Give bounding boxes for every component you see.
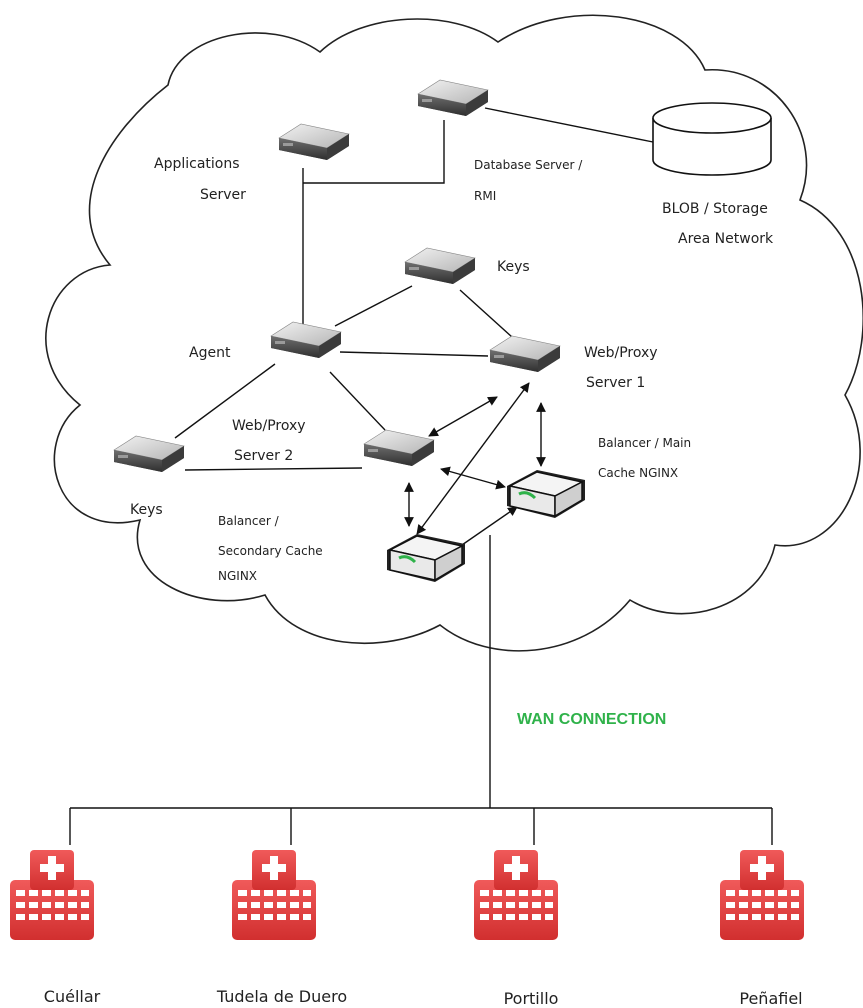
keys-top-label: Keys [497,259,530,275]
keys-left-label: Keys [130,502,163,518]
storage-cylinder-icon [652,102,772,176]
balancer-main-label: Balancer / Main Cache NGINX [598,436,695,480]
site-label-portillo: Portillo [504,989,559,1008]
hospital-icon-tudela [232,850,316,940]
bidirectional-arrows [404,382,546,557]
applications-server-label: Applications Server [154,156,246,203]
web-proxy-server-1-label: Web/Proxy Server 1 [584,345,662,391]
hospital-icon-penafiel [720,850,804,940]
wan-tree [69,535,773,845]
web-proxy-server-2-label: Web/Proxy Server 2 [232,418,310,464]
wan-connection-label: WAN CONNECTION [517,711,666,728]
hospital-icon-portillo [474,850,558,940]
site-label-cuellar: Cuéllar [44,987,101,1006]
agent-label: Agent [189,345,231,361]
connection-lines [174,107,654,471]
site-label-tudela: Tudela de Duero [216,987,347,1006]
blob-storage-label: BLOB / Storage Area Network [662,201,774,247]
database-server-label: Database Server / RMI [474,158,586,203]
network-cloud [45,14,863,652]
balancer-secondary-label: Balancer / Secondary Cache NGINX [218,514,327,583]
hospital-icon-cuellar [10,850,94,940]
site-label-penafiel: Peñafiel [739,989,802,1008]
